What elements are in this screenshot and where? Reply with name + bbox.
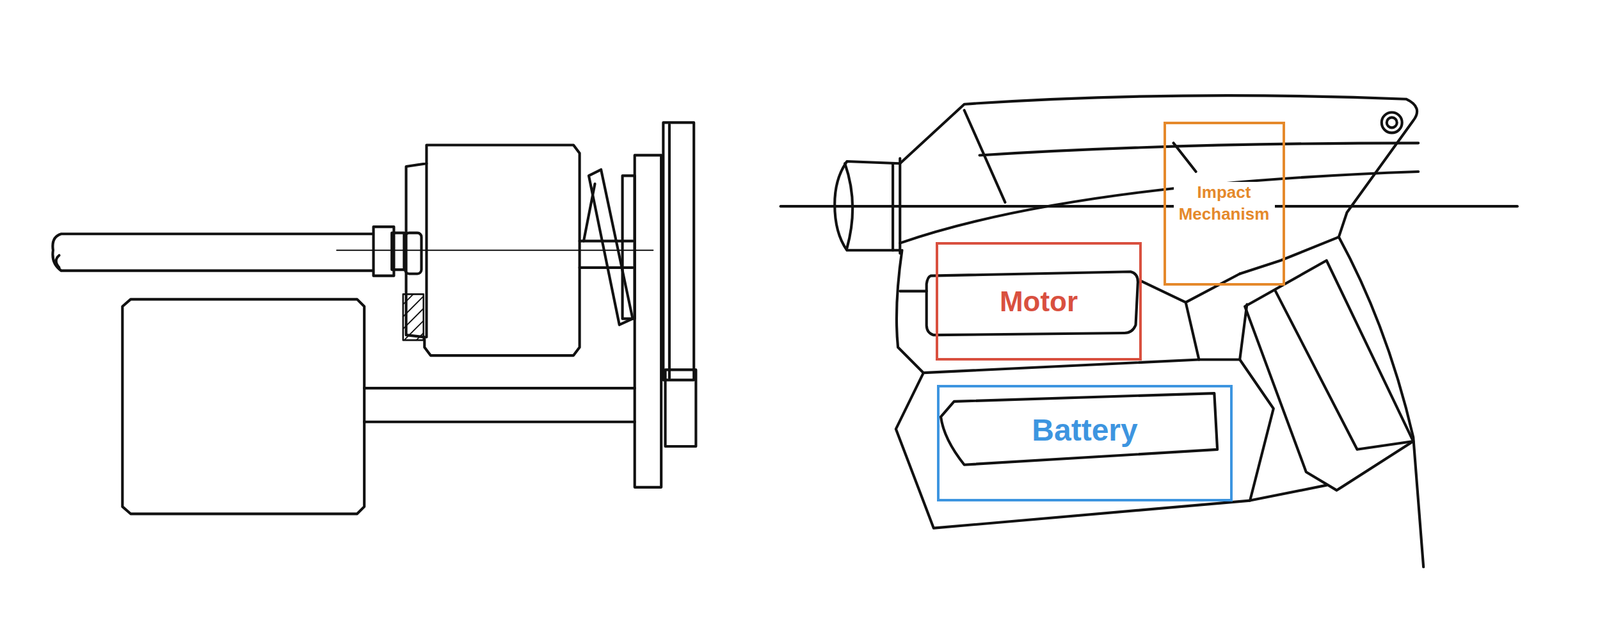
battery-box: Battery	[936, 384, 1233, 502]
impact-box: Impact Mechanism	[1163, 121, 1286, 286]
part-label: Impact Mechanism	[1173, 181, 1275, 226]
part-label: Motor	[997, 282, 1081, 320]
motor-box: Motor	[935, 241, 1142, 361]
part-label: Battery	[1029, 410, 1140, 450]
